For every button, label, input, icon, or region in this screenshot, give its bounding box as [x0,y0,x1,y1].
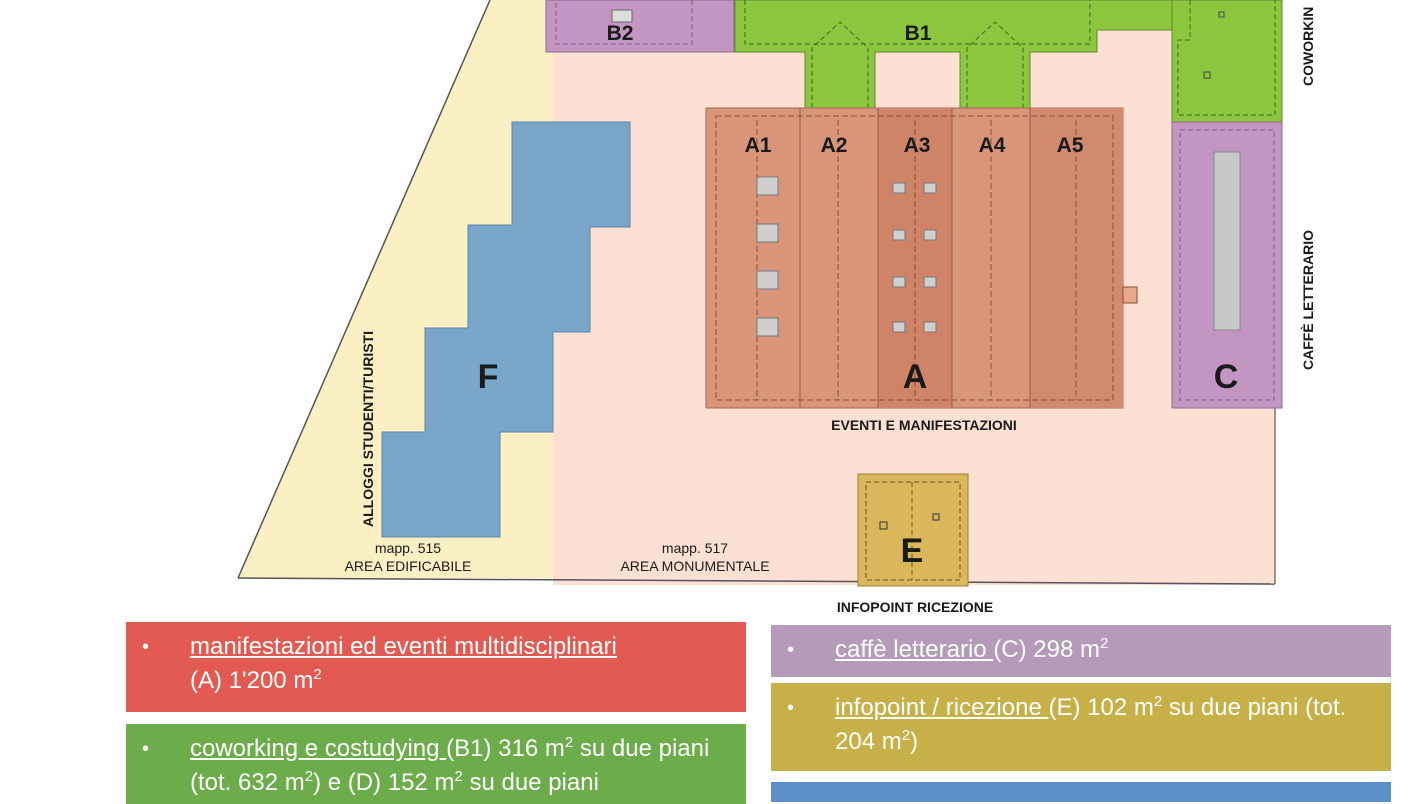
building-c-label: C [1214,358,1239,396]
legend-text: (B1) 316 [446,735,545,762]
legend-alloggi [771,782,1391,802]
legend-text: ) [910,728,919,755]
bullet: • [787,639,795,661]
skylight [892,276,906,288]
skylight [756,270,779,290]
legend-events: • manifestazioni ed eventi multidiscipli… [126,622,746,712]
unit: m [1080,636,1101,663]
a2-label: A2 [821,134,848,157]
bullet: • [142,636,150,658]
building-b2[interactable] [545,0,735,53]
skylight [923,182,937,194]
alloggi-label: ALLOGGI STUDENTI/TURISTI [360,331,376,527]
unit: m [293,667,314,694]
legend-infopoint: • infopoint / ricezione (E) 102 m2 su du… [771,683,1391,771]
legend-text: su due piani (tot. 204 [835,694,1347,755]
mapp515-label: mapp. 515 [375,540,441,556]
skylight [892,229,906,241]
b2-roof-element [611,9,633,23]
skylight [892,182,906,194]
bullet: • [787,697,795,719]
d-roof-element-2 [1218,11,1225,18]
e-roof-element [932,513,940,521]
building-b1-label: B1 [905,22,932,45]
skylight [756,223,779,243]
legend-caffe-link[interactable]: caffè letterario [835,636,994,663]
building-a-outline [715,115,1114,401]
bullet: • [142,738,150,760]
building-b2-label: B2 [607,22,634,45]
caffe-label: CAFFÈ LETTERARIO [1300,230,1316,370]
site-plan: F B2 B1 C A1 A2 A3 A4 A5 A EVENTI E M [237,0,1316,615]
skylight [892,321,906,333]
site-boundary [237,0,491,579]
building-d-outline [1177,0,1276,116]
unit-sup: 2 [564,734,574,751]
unit-sup: 2 [1100,635,1109,652]
area-edificabile-label: AREA EDIFICABILE [345,558,472,574]
building-d[interactable] [1171,0,1283,123]
building-a-label: A [903,358,928,396]
building-e-label: E [901,532,924,570]
area-monumentale-label: AREA MONUMENTALE [620,558,769,574]
legend-infopoint-link[interactable]: infopoint / ricezione [835,694,1049,721]
events-label: EVENTI E MANIFESTAZIONI [831,417,1017,433]
mapp517-label: mapp. 517 [662,540,728,556]
legend-coworking: • coworking e costudying (B1) 316 m2 su … [126,724,746,804]
a4-label: A4 [979,134,1006,157]
b1-wing-left [811,21,869,108]
skylight [923,321,937,333]
a3-label: A3 [904,134,931,157]
legend-text: (E) 102 [1048,694,1134,721]
building-c-outline [1179,129,1275,401]
unit: m [881,728,902,755]
building-e[interactable] [857,473,969,587]
site-boundary-bottom [237,577,1276,585]
b1-wing-right [966,21,1024,108]
legend-events-text: (A) 1'200 [190,667,294,694]
a1-label: A1 [745,134,772,157]
unit: m [434,769,455,796]
legend-events-link[interactable]: manifestazioni ed eventi multidisciplina… [190,633,617,660]
skylight [923,229,937,241]
unit-sup: 2 [901,727,911,744]
c-counter [1213,151,1241,331]
infopoint-label: INFOPOINT RICEZIONE [837,599,993,615]
legend-text: (C) 298 [993,636,1081,663]
legend-caffe: • caffè letterario (C) 298 m2 [771,625,1391,677]
b1-dashed-outline [744,0,1091,45]
unit-sup: 2 [304,768,314,785]
skylight [923,276,937,288]
e-roof-element [879,521,888,530]
unit: m [544,735,565,762]
a-side-element [1122,286,1138,304]
unit: m [1133,694,1154,721]
d-roof-element [1203,71,1211,79]
unit: m [284,769,305,796]
legend-coworking-link[interactable]: coworking e costudying [190,735,447,762]
unit-sup: 2 [454,768,463,785]
skylight [756,317,779,337]
unit-sup: 2 [313,666,322,683]
building-b2-outline [555,0,693,45]
skylight [756,176,779,196]
building-f-label: F [478,358,499,396]
a5-label: A5 [1057,134,1084,157]
building-f[interactable] [381,121,631,538]
coworking-label: COWORKIN [1300,7,1316,86]
unit-sup: 2 [1153,693,1163,710]
